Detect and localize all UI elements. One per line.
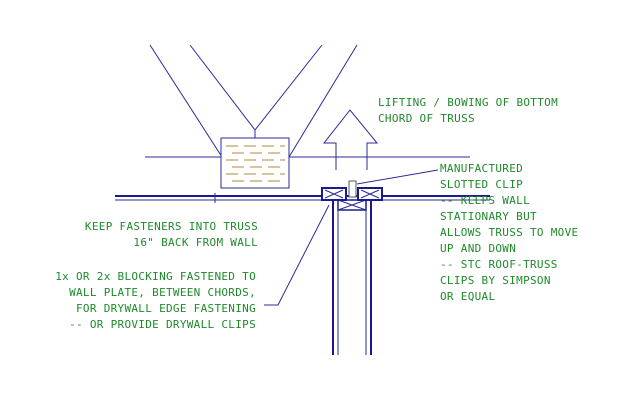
lift-arrow-icon (322, 109, 379, 170)
note-line: 1x OR 2x BLOCKING FASTENED TO (55, 270, 256, 283)
blocking-note: 1x OR 2x BLOCKING FASTENED TO WALL PLATE… (55, 270, 256, 331)
truss-block (220, 137, 290, 189)
note-line: MANUFACTURED (440, 162, 523, 175)
note-line: LIFTING / BOWING OF BOTTOM (378, 96, 558, 109)
note-line: 16" BACK FROM WALL (133, 236, 258, 249)
clip-leader (356, 169, 439, 185)
note-line: -- KEEPS WALL (440, 194, 530, 207)
note-line: -- OR PROVIDE DRYWALL CLIPS (69, 318, 256, 331)
note-line: UP AND DOWN (440, 242, 516, 255)
slotted-clip (321, 180, 383, 201)
blocking-leader (264, 204, 330, 306)
note-line: FOR DRYWALL EDGE FASTENING (76, 302, 256, 315)
note-line: WALL PLATE, BETWEEN CHORDS, (69, 286, 256, 299)
wall (332, 199, 372, 355)
truss-webs (149, 44, 358, 158)
note-line: CLIPS BY SIMPSON (440, 274, 551, 287)
note-line: STATIONARY BUT (440, 210, 537, 223)
note-line: SLOTTED CLIP (440, 178, 523, 191)
clip-note: MANUFACTURED SLOTTED CLIP -- KEEPS WALL … (440, 162, 578, 303)
note-line: OR EQUAL (440, 290, 495, 303)
lifting-note: LIFTING / BOWING OF BOTTOM CHORD OF TRUS… (378, 96, 558, 125)
note-line: -- STC ROOF-TRUSS (440, 258, 558, 271)
note-line: CHORD OF TRUSS (378, 112, 475, 125)
note-line: KEEP FASTENERS INTO TRUSS (85, 220, 258, 233)
fasteners-note: KEEP FASTENERS INTO TRUSS 16" BACK FROM … (85, 220, 258, 249)
note-line: ALLOWS TRUSS TO MOVE (440, 226, 578, 239)
bottom-chord (115, 193, 490, 203)
